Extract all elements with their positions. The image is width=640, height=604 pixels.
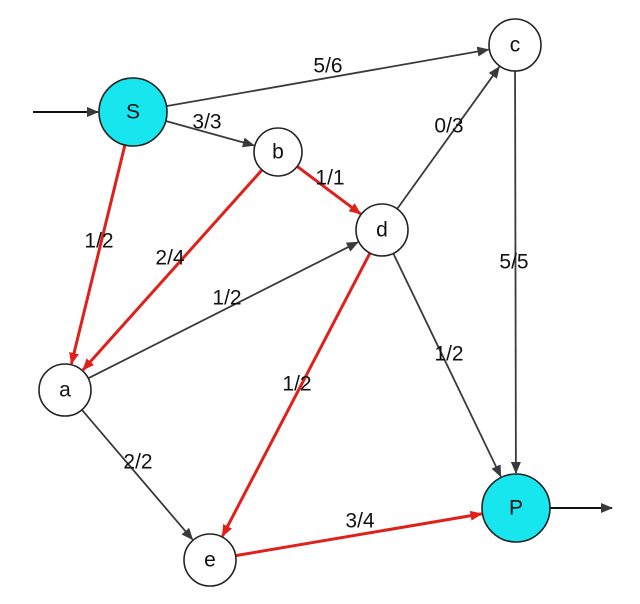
node-p: P	[481, 473, 551, 543]
node-a: a	[38, 363, 92, 417]
edge-label-s-c: 5/6	[313, 55, 342, 78]
edge-s-b	[165, 120, 255, 148]
edge-label-a-d: 1/2	[212, 287, 241, 310]
node-s: S	[98, 77, 168, 147]
edge-label-s-a: 1/2	[84, 230, 113, 253]
edge-label-c-p: 5/5	[499, 251, 528, 274]
edge-label-d-c: 0/3	[434, 115, 463, 138]
node-b-label: b	[272, 141, 284, 164]
node-d-label: d	[376, 219, 388, 242]
edge-s-a	[69, 144, 127, 365]
edge-s-c	[166, 46, 490, 108]
edge-b-a	[81, 168, 264, 371]
edge-label-d-e: 1/2	[282, 373, 311, 396]
edge-a-e	[81, 409, 194, 541]
edge-d-e	[221, 252, 372, 537]
edge-label-b-a: 2/4	[155, 247, 185, 270]
edge-label-d-p: 1/2	[434, 343, 463, 366]
edge-d-p	[392, 253, 502, 478]
node-c-label: c	[510, 34, 521, 57]
node-a-label: a	[59, 379, 71, 402]
node-d: d	[355, 203, 409, 257]
edge-d-c	[396, 66, 500, 210]
node-p-label: P	[509, 497, 523, 520]
node-e-circle	[183, 533, 237, 587]
node-d-circle	[355, 203, 409, 257]
node-b-circle	[253, 127, 303, 177]
node-c: c	[488, 18, 542, 72]
node-s-circle	[98, 77, 168, 147]
node-e-label: e	[204, 549, 216, 572]
edge-b-d	[296, 165, 362, 216]
node-e: e	[183, 533, 237, 587]
edge-label-b-d: 1/1	[315, 167, 344, 190]
node-s-label: S	[126, 101, 140, 124]
node-c-circle	[488, 18, 542, 72]
edge-e-p	[235, 510, 483, 558]
edge-label-s-b: 3/3	[192, 111, 221, 134]
edge-label-a-e: 2/2	[123, 451, 152, 474]
node-b: b	[253, 127, 303, 177]
edge-c-p	[510, 70, 521, 475]
edge-a-d	[87, 241, 359, 380]
node-a-circle	[38, 363, 92, 417]
node-p-circle	[481, 473, 551, 543]
edge-label-e-p: 3/4	[345, 510, 375, 533]
